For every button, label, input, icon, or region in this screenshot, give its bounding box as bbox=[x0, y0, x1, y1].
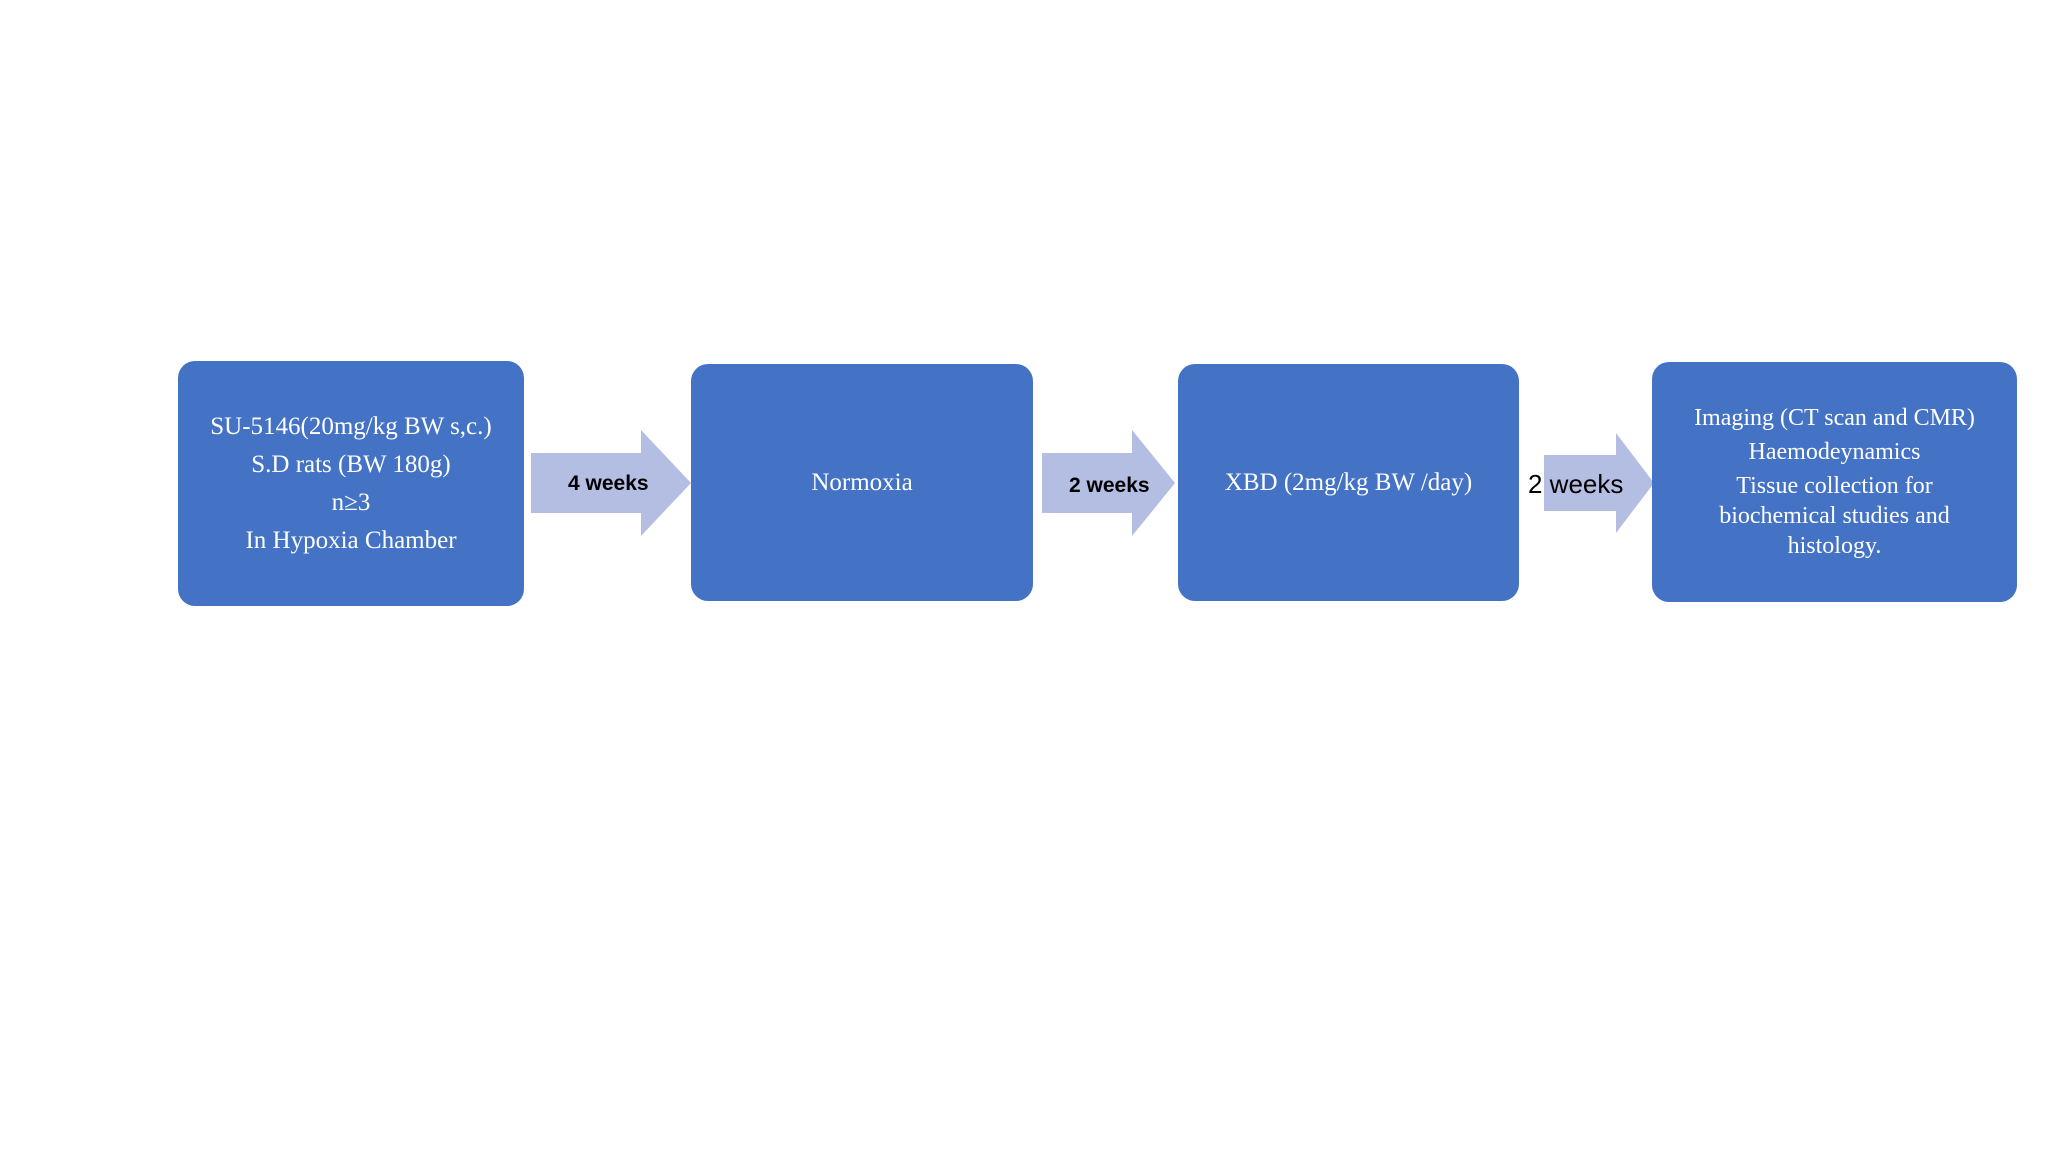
box-1-line-4: In Hypoxia Chamber bbox=[245, 526, 457, 554]
arrow-2-weeks-first bbox=[1042, 430, 1175, 536]
arrow-2-weeks-first-label: 2 weeks bbox=[1069, 474, 1150, 497]
arrow-4-weeks bbox=[531, 430, 691, 536]
box-1-line-2: S.D rats (BW 180g) bbox=[251, 450, 451, 478]
arrow-4-weeks-label: 4 weeks bbox=[568, 472, 649, 495]
box-1-line-3: n≥3 bbox=[331, 488, 371, 516]
box-4-line-2: Haemodeynamics bbox=[1748, 439, 1921, 466]
arrow-2-weeks-second-label: 2 weeks bbox=[1528, 469, 1624, 499]
process-box-endpoint-analysis[interactable]: Imaging (CT scan and CMR) Haemodeynamics… bbox=[1652, 362, 2017, 602]
process-box-xbd-treatment[interactable]: XBD (2mg/kg BW /day) bbox=[1178, 364, 1519, 601]
box-2-line-1: Normoxia bbox=[811, 468, 913, 496]
process-box-normoxia[interactable]: Normoxia bbox=[691, 364, 1033, 601]
box-4-line-3: Tissue collection for biochemical studie… bbox=[1719, 473, 1950, 559]
arrow-2-weeks-second bbox=[1544, 433, 1654, 533]
box-4-line-1: Imaging (CT scan and CMR) bbox=[1694, 404, 1975, 431]
box-3-line-1: XBD (2mg/kg BW /day) bbox=[1224, 468, 1473, 496]
box-1-line-1: SU-5146(20mg/kg BW s,c.) bbox=[210, 412, 492, 440]
process-box-hypoxia-induction[interactable]: SU-5146(20mg/kg BW s,c.) S.D rats (BW 18… bbox=[178, 361, 524, 606]
